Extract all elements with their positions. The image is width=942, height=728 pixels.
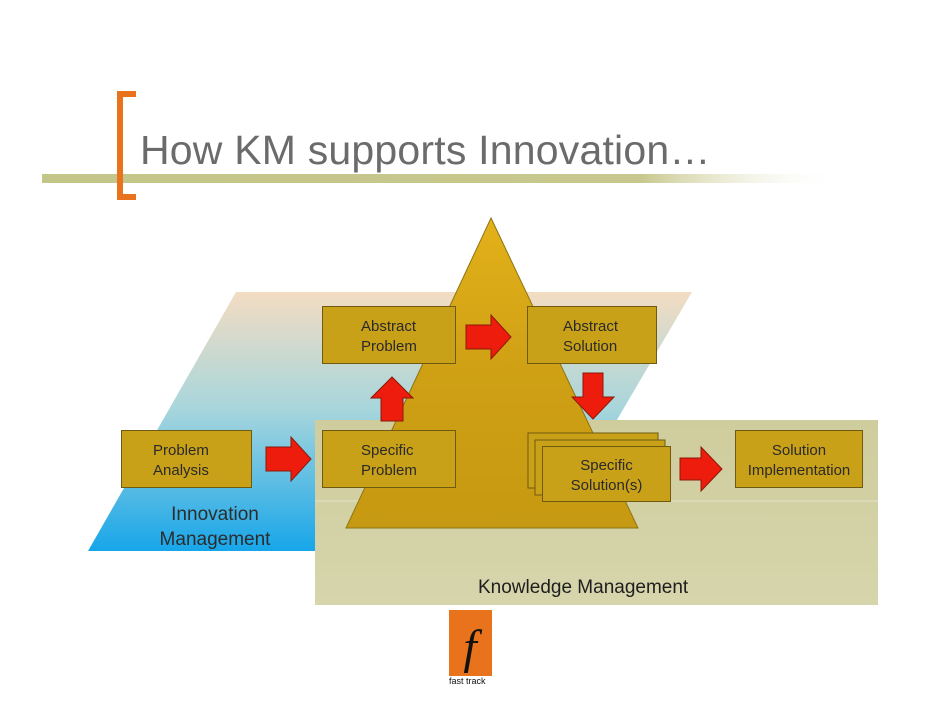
- knowledge-management-label: Knowledge Management: [478, 577, 689, 598]
- title-bracket: [117, 91, 136, 200]
- solution-implementation-box: Solution Implementation: [735, 430, 863, 488]
- abstract-solution-line1: Abstract: [563, 318, 619, 335]
- abstract-solution-box: Abstract Solution: [527, 306, 657, 364]
- specific-problem-line2: Problem: [361, 462, 417, 479]
- arrow-to-abstract-solution: [465, 313, 512, 361]
- abstract-solution-line2: Solution: [563, 338, 618, 355]
- fast-track-logo-caption: fast track: [449, 676, 486, 686]
- slide-title: How KM supports Innovation…: [140, 127, 711, 173]
- arrow-up-to-abstract-problem: [369, 376, 415, 422]
- solution-implementation-line1: Solution: [771, 442, 827, 459]
- abstract-problem-line2: Problem: [361, 338, 417, 355]
- innovation-management-line2: Management: [159, 529, 271, 550]
- innovation-management-line1: Innovation: [171, 504, 259, 525]
- arrow-to-solution-implementation: [679, 445, 723, 493]
- arrow-down-to-specific-solutions: [570, 372, 616, 420]
- problem-analysis-box: Problem Analysis: [121, 430, 252, 488]
- title-rule: [42, 174, 842, 183]
- specific-problem-line1: Specific: [361, 442, 414, 459]
- problem-analysis-line2: Analysis: [153, 462, 209, 479]
- innovation-management-label: Innovation Management: [150, 502, 280, 552]
- abstract-problem-box: Abstract Problem: [322, 306, 456, 364]
- solution-implementation-line2: Implementation: [747, 462, 851, 479]
- specific-solutions-line2: Solution(s): [570, 477, 643, 494]
- abstract-problem-line1: Abstract: [361, 318, 417, 335]
- specific-problem-box: Specific Problem: [322, 430, 456, 488]
- fast-track-logo: [449, 610, 492, 676]
- specific-solutions-box: Specific Solution(s): [542, 446, 671, 502]
- arrow-to-specific-problem: [265, 435, 312, 483]
- specific-solutions-line1: Specific: [580, 457, 633, 474]
- problem-analysis-line1: Problem: [153, 442, 209, 459]
